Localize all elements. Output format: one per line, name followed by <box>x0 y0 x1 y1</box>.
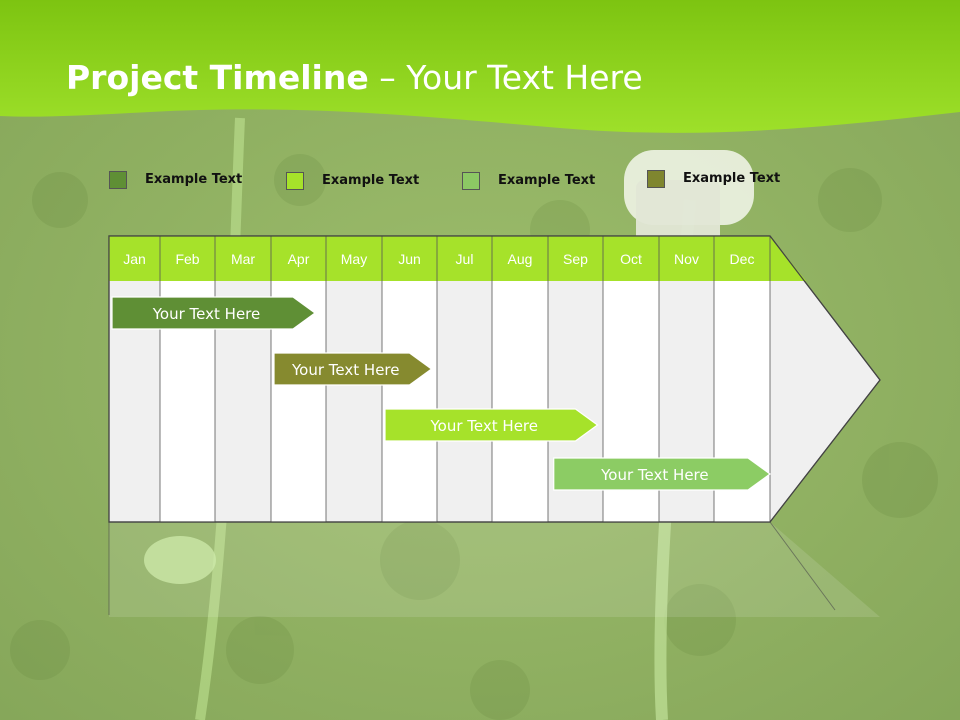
legend-swatch-1 <box>109 171 127 189</box>
timeline-arrow-outline <box>108 235 881 523</box>
legend-label-1: Example Text <box>145 172 243 187</box>
task-label: Your Text Here <box>152 305 260 323</box>
month-label: Dec <box>730 251 755 267</box>
column-band <box>492 281 548 522</box>
task-bar <box>384 408 599 442</box>
month-header <box>109 236 770 281</box>
task-bar <box>273 352 433 386</box>
month-label: Sep <box>563 251 588 267</box>
column-band <box>382 281 437 522</box>
month-label: Jul <box>456 251 474 267</box>
arrow-reflection <box>109 522 880 617</box>
task-label: Your Text Here <box>600 466 708 484</box>
reflection-edge-right <box>769 521 836 611</box>
month-label: May <box>341 251 367 267</box>
month-label: Aug <box>508 251 533 267</box>
legend-swatch-3 <box>462 172 480 190</box>
page-title: Project Timeline – Your Text Here <box>66 58 643 97</box>
month-label: Jun <box>398 251 421 267</box>
task-label: Your Text Here <box>430 417 538 435</box>
month-label: Nov <box>674 251 699 267</box>
title-bold: Project Timeline <box>66 58 369 97</box>
month-label: Apr <box>288 251 310 267</box>
task-label: Your Text Here <box>291 361 399 379</box>
month-label: Jan <box>123 251 146 267</box>
month-label: Mar <box>231 251 255 267</box>
task-bar <box>553 457 772 491</box>
month-label: Feb <box>175 251 199 267</box>
legend-label-2: Example Text <box>322 173 420 188</box>
legend-label-4: Example Text <box>683 171 781 186</box>
task-bar <box>111 296 317 330</box>
title-rest: – Your Text Here <box>368 58 643 97</box>
month-label: Oct <box>620 251 642 267</box>
legend-label-3: Example Text <box>498 173 596 188</box>
legend-swatch-4 <box>647 170 665 188</box>
legend-swatch-2 <box>286 172 304 190</box>
